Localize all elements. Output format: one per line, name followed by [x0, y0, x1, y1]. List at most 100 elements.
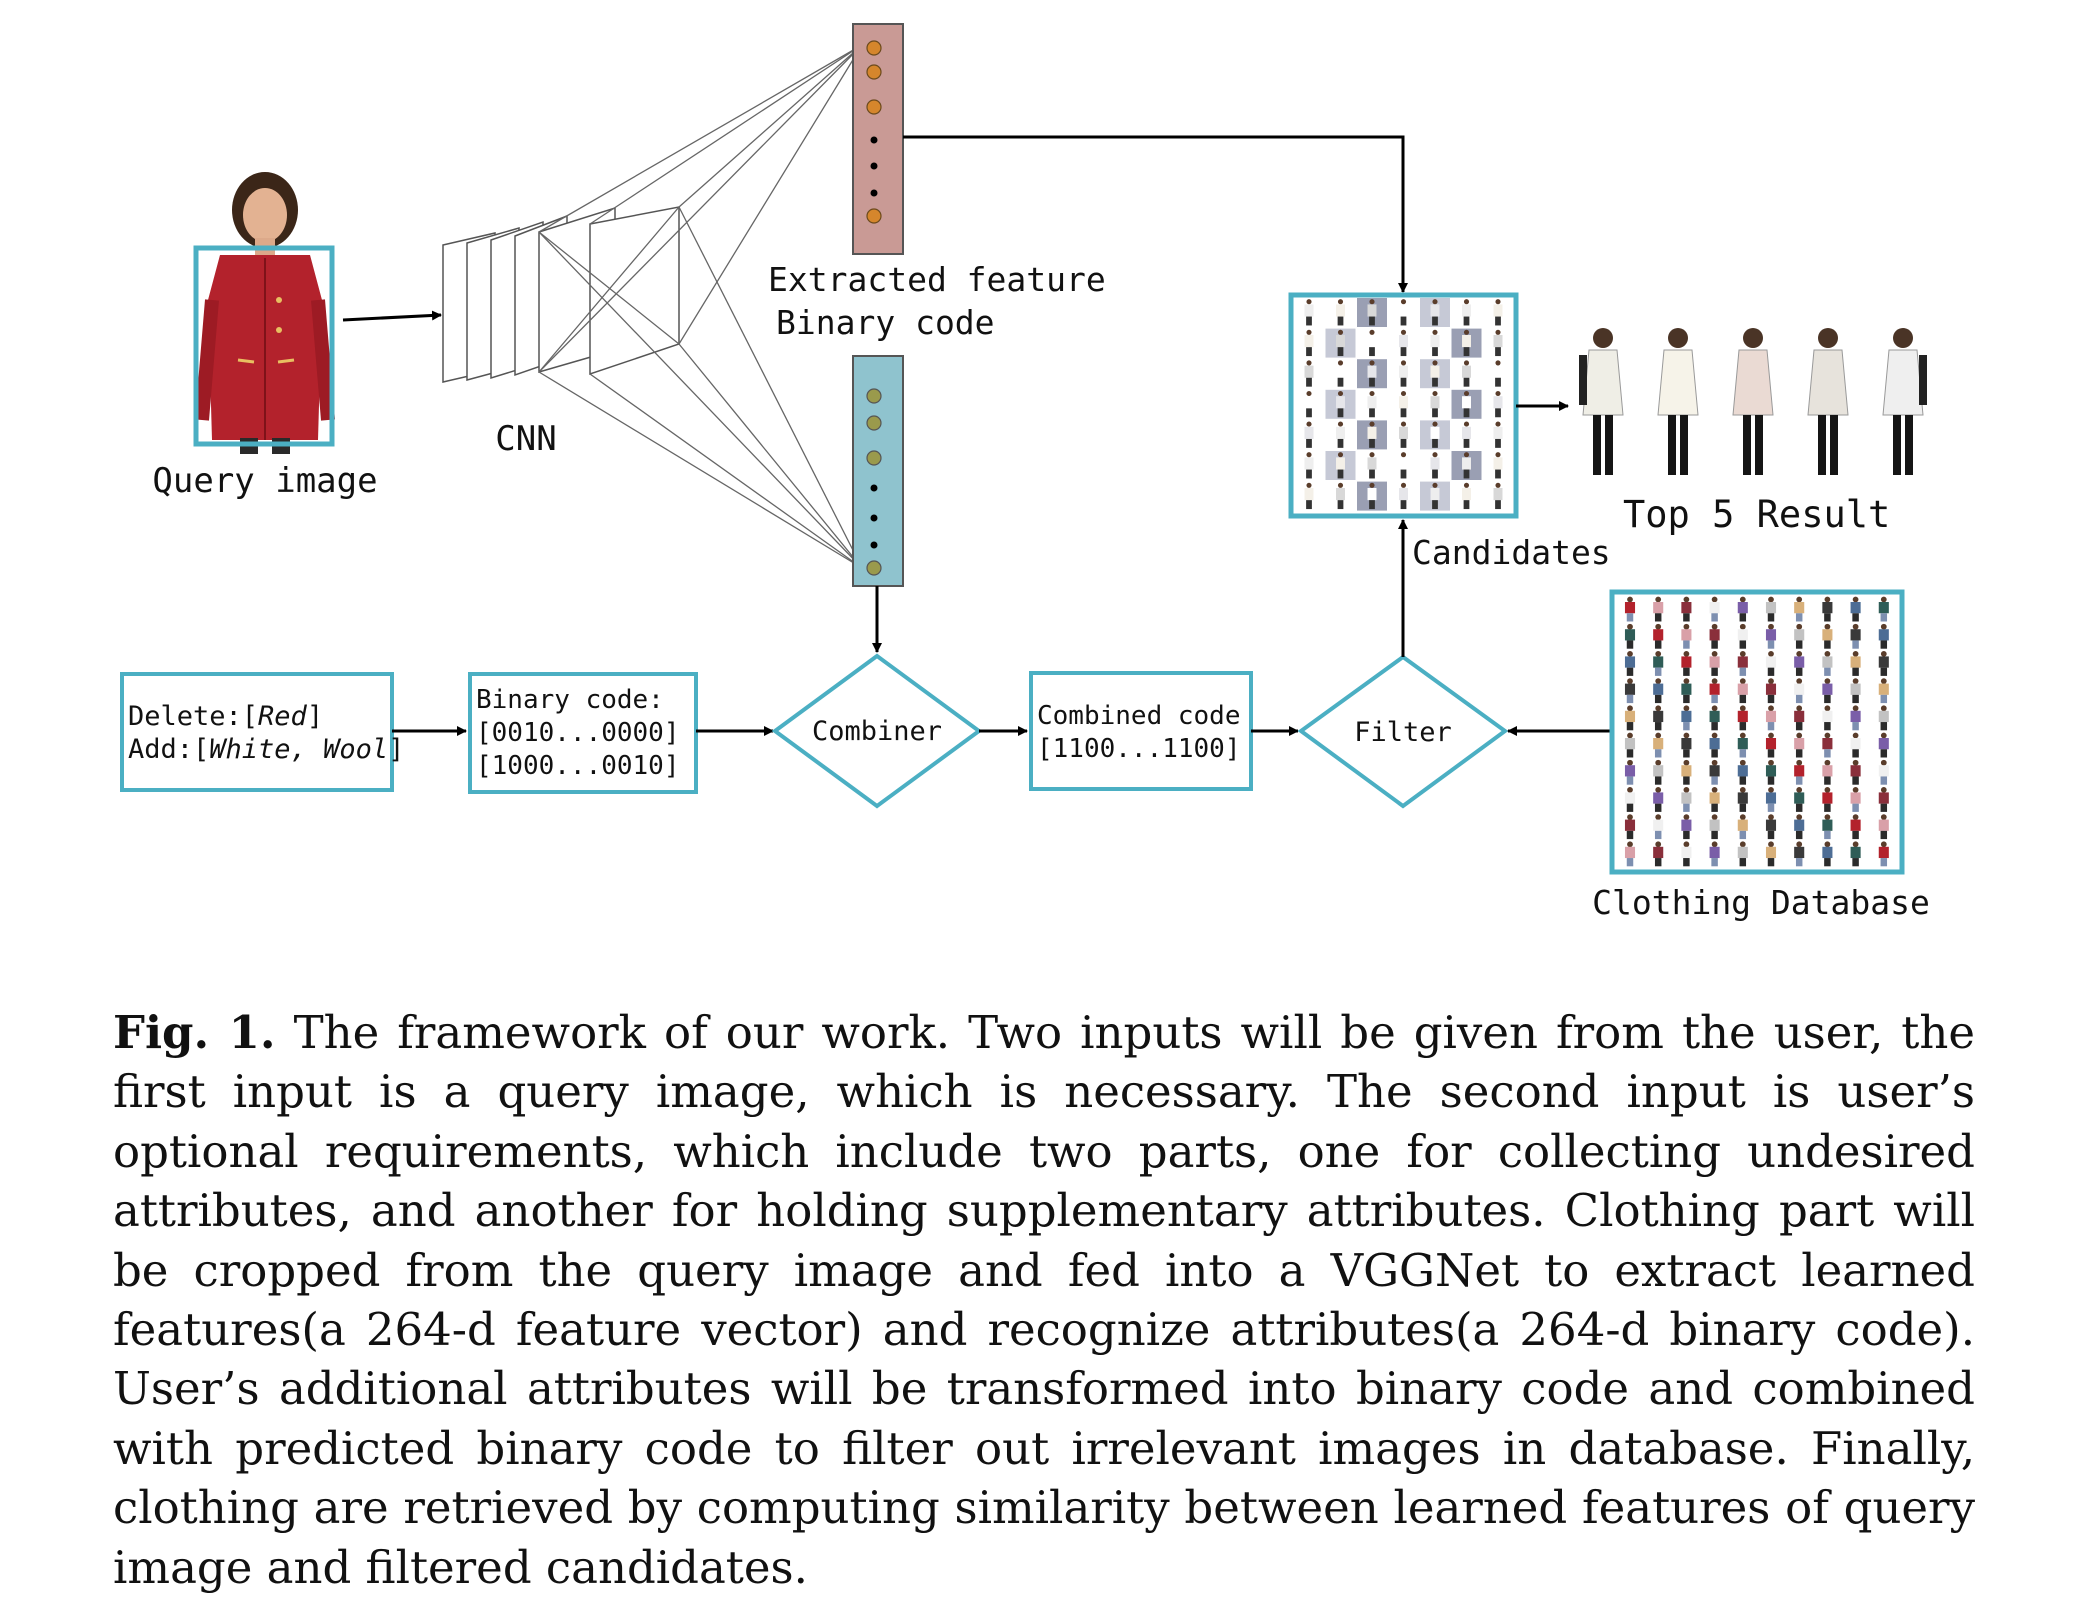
database-thumb	[1822, 623, 1833, 649]
database-thumb	[1624, 787, 1636, 812]
database-thumb	[1878, 678, 1889, 704]
database-thumb	[1822, 732, 1833, 758]
database-thumb	[1794, 759, 1805, 785]
database-thumb	[1850, 787, 1861, 812]
database-thumb	[1878, 596, 1889, 622]
cnn-connections	[538, 44, 863, 569]
top5-result-5	[1882, 328, 1927, 475]
database-thumb	[1794, 596, 1805, 622]
candidate-thumb	[1462, 421, 1471, 448]
database-thumb	[1624, 651, 1636, 676]
candidate-thumb	[1336, 452, 1345, 479]
candidate-thumb	[1462, 390, 1471, 418]
candidate-thumb	[1493, 452, 1503, 479]
candidate-thumb	[1367, 299, 1377, 326]
database-thumb	[1709, 732, 1720, 758]
database-thumb	[1794, 841, 1805, 867]
svg-text:Filter: Filter	[1354, 717, 1452, 748]
database-thumb	[1850, 678, 1861, 704]
database-thumb	[1653, 841, 1664, 867]
database-thumb	[1624, 596, 1636, 622]
svg-text:Delete:[Red]: Delete:[Red]	[128, 701, 323, 732]
candidate-thumb	[1462, 482, 1471, 510]
candidate-thumb	[1367, 390, 1377, 418]
database-thumb	[1681, 705, 1692, 731]
database-thumb	[1737, 705, 1748, 731]
candidate-thumb	[1336, 482, 1345, 510]
svg-text:Add:[White, Wool]: Add:[White, Wool]	[128, 734, 404, 765]
database-thumb	[1624, 623, 1636, 649]
svg-text:[1000...0010]: [1000...0010]	[476, 751, 680, 781]
database-thumb	[1822, 705, 1833, 731]
database-thumb	[1624, 732, 1636, 758]
database-thumb	[1822, 787, 1833, 812]
binary-vector	[852, 355, 904, 587]
database-thumb	[1737, 651, 1748, 676]
database-thumb	[1822, 651, 1833, 676]
database-thumb	[1737, 678, 1748, 704]
candidate-thumb	[1304, 421, 1314, 448]
database-thumb	[1765, 705, 1777, 731]
candidate-thumb	[1367, 452, 1377, 479]
database-thumb	[1709, 651, 1720, 676]
svg-text:Combined code: Combined code	[1037, 701, 1241, 731]
database-thumb	[1737, 787, 1748, 812]
candidate-thumb	[1399, 329, 1408, 357]
database-thumb	[1653, 651, 1664, 676]
candidate-thumb	[1304, 329, 1314, 357]
database-thumb	[1709, 759, 1720, 785]
database-thumb	[1653, 678, 1664, 704]
database-thumb	[1737, 732, 1748, 758]
database-thumb	[1624, 678, 1636, 704]
database-thumb	[1681, 596, 1692, 622]
database-thumb	[1878, 841, 1889, 867]
top5-result-2	[1657, 328, 1699, 475]
candidate-thumb	[1430, 421, 1440, 448]
database-thumb	[1737, 841, 1748, 867]
database-thumb	[1709, 814, 1720, 840]
database-thumb	[1624, 705, 1636, 731]
database-thumb	[1878, 759, 1889, 785]
candidate-thumb	[1336, 421, 1345, 448]
candidate-thumb	[1399, 360, 1408, 387]
candidate-thumb	[1336, 360, 1345, 387]
database-thumb	[1653, 623, 1664, 649]
candidate-thumb	[1399, 421, 1408, 448]
database-thumb	[1624, 814, 1636, 840]
database-thumb	[1822, 841, 1833, 867]
database-thumb	[1765, 678, 1777, 704]
database-thumb	[1737, 759, 1748, 785]
database-thumb	[1765, 732, 1777, 758]
database-thumb	[1653, 787, 1664, 812]
candidate-thumb	[1336, 299, 1345, 326]
query-image	[193, 172, 335, 454]
candidate-thumb	[1367, 329, 1377, 357]
database-thumb	[1765, 651, 1777, 676]
candidate-thumb	[1462, 299, 1471, 326]
candidate-thumb	[1304, 299, 1314, 326]
caption-text: The framework of our work. Two inputs wi…	[113, 1006, 1975, 1594]
database-thumb	[1850, 759, 1861, 785]
database-thumb	[1681, 787, 1692, 812]
framework-diagram: Query image CNN Extracted feature	[120, 23, 1930, 922]
database-thumb	[1653, 732, 1664, 758]
database-thumb	[1681, 623, 1692, 649]
candidate-thumb	[1493, 299, 1503, 326]
cnn-layers	[442, 206, 680, 383]
candidate-thumb	[1336, 390, 1345, 418]
database-thumb	[1765, 596, 1777, 622]
candidate-thumb	[1493, 482, 1503, 510]
candidate-thumb	[1430, 299, 1440, 326]
database-thumb	[1653, 596, 1664, 622]
database-thumb	[1709, 623, 1720, 649]
database-thumb	[1737, 623, 1748, 649]
database-thumb	[1850, 596, 1861, 622]
arrow-feature-to-candidates	[903, 135, 1408, 293]
database-thumb	[1709, 596, 1720, 622]
candidates-grid	[1288, 292, 1519, 519]
database-thumb	[1850, 841, 1861, 867]
database-thumb	[1850, 623, 1861, 649]
database-thumb	[1878, 732, 1889, 758]
candidate-thumb	[1304, 390, 1314, 418]
candidate-thumb	[1430, 360, 1440, 387]
